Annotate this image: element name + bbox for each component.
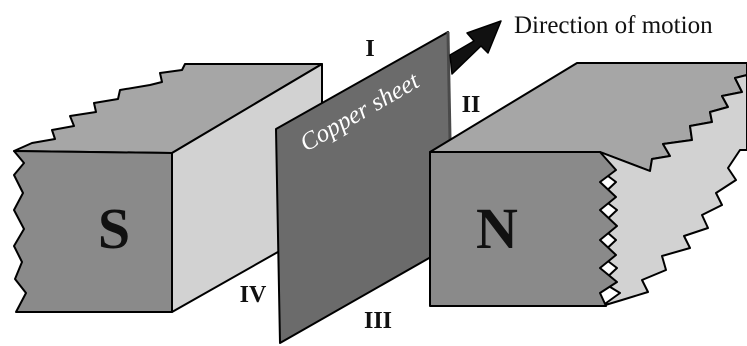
edge-label-left: IV bbox=[240, 282, 267, 308]
edge-label-top: I bbox=[365, 36, 374, 62]
motion-label: Direction of motion bbox=[514, 12, 713, 39]
south-magnet-front-face bbox=[13, 150, 173, 313]
south-magnet: S bbox=[13, 63, 323, 313]
motion-arrow: Direction of motion bbox=[449, 12, 713, 75]
south-pole-label: S bbox=[98, 196, 130, 261]
motion-arrow-shape bbox=[449, 20, 502, 75]
south-magnet-top-face bbox=[13, 63, 323, 154]
north-pole-label: N bbox=[476, 196, 518, 261]
edge-label-bottom: III bbox=[364, 308, 392, 334]
copper-sheet: Copper sheet bbox=[275, 31, 454, 344]
north-magnet-front-face bbox=[429, 151, 618, 307]
edge-label-right: II bbox=[462, 92, 481, 118]
north-magnet: N bbox=[429, 62, 747, 307]
